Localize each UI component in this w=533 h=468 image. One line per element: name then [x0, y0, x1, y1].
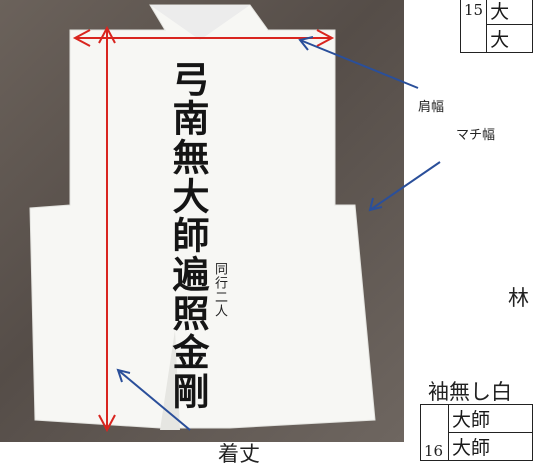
table-cell: 大師 [447, 404, 533, 433]
shoulder-pointer-arrow [299, 39, 419, 89]
length-pointer-arrow [117, 369, 191, 431]
garment-length-label: 着丈 [218, 442, 260, 466]
shoulder-width-label: 肩幅 [418, 100, 445, 115]
partial-caption: 袖無し白 [428, 380, 512, 404]
table-row-number: 15 [459, 0, 488, 53]
vest-calligraphy: 弓南無大師遍照金剛 [166, 60, 210, 411]
gusset-pointer-arrow [369, 161, 441, 211]
collar-fold [150, 5, 250, 40]
gusset-width-label: マチ幅 [456, 128, 496, 143]
vest-small-inscription: 同行二人 [212, 262, 227, 318]
shoulder-width-arrowhead-left [72, 29, 91, 47]
shoulder-width-arrowhead-right [316, 29, 335, 47]
vest-illustration [29, 4, 376, 433]
top-table-fragment: 15 大 大 [459, 0, 533, 53]
length-arrowhead-top [98, 25, 116, 44]
partial-character: 林 [508, 286, 529, 310]
table-cell: 大 [486, 24, 533, 53]
length-arrowhead-bottom [98, 414, 116, 433]
table-cell: 大 [486, 0, 533, 25]
bottom-table-fragment: 大師 大師 [420, 404, 533, 461]
table-cell: 大師 [447, 432, 533, 461]
bottom-table-row-number: 16 [424, 442, 444, 460]
vest-photo: 弓南無大師遍照金剛 同行二人 [0, 0, 404, 442]
center-fold [160, 330, 180, 430]
